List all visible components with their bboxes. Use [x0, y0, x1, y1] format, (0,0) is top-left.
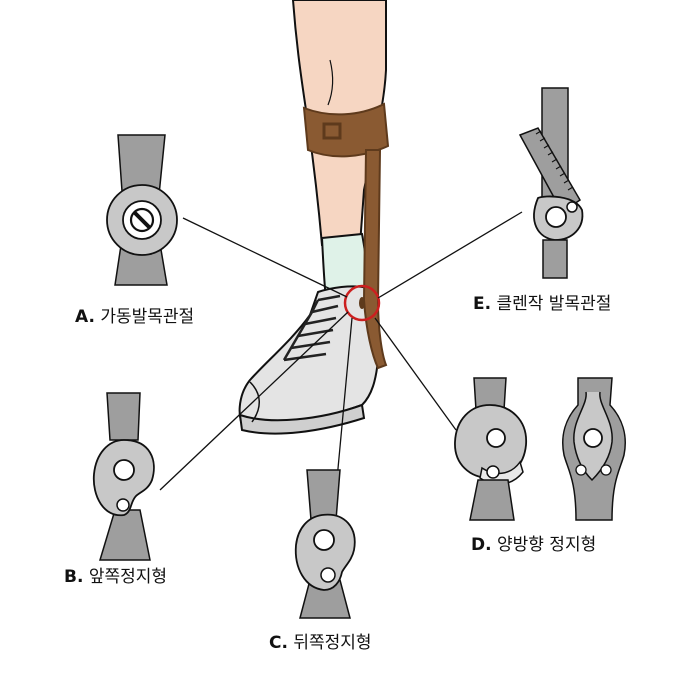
leader-line-b — [159, 311, 349, 491]
label-a-letter: A. — [75, 307, 95, 327]
label-c-letter: C. — [269, 633, 288, 653]
label-b-letter: B. — [64, 567, 84, 587]
label-b-text: 앞쪽정지형 — [88, 567, 168, 587]
leader-line-a — [182, 217, 348, 298]
label-b: B. 앞쪽정지형 — [64, 562, 167, 587]
joint-c-posterior-stop — [294, 469, 356, 619]
leader-line-c — [335, 317, 353, 491]
label-e-letter: E. — [473, 294, 492, 314]
leader-line-e — [377, 211, 523, 299]
label-e-text: 클렌작 발목관절 — [496, 294, 612, 314]
joint-e-klenzak — [518, 87, 584, 279]
label-a-text: 가동발목관절 — [100, 307, 195, 327]
label-a: A. 가동발목관절 — [75, 302, 194, 327]
joint-a-free-motion — [106, 134, 178, 286]
ankle-foot-orthosis-illustration — [238, 0, 390, 435]
label-c-text: 뒤쪽정지형 — [293, 633, 372, 653]
label-c: C. 뒤쪽정지형 — [269, 628, 372, 653]
brace-upright — [362, 149, 388, 370]
label-d: D. 양방향 정지형 — [471, 530, 596, 555]
label-d-letter: D. — [471, 535, 492, 555]
leader-line-d — [374, 317, 457, 431]
joint-b-anterior-stop — [92, 392, 155, 561]
joint-d-bidirectional-stop — [454, 377, 626, 521]
label-d-text: 양방향 정지형 — [496, 535, 597, 555]
ankle-joint-highlight — [343, 284, 381, 322]
calf-strap — [302, 102, 390, 158]
leader-lines — [159, 211, 523, 491]
strap-buckle — [322, 122, 342, 140]
shoe-laces — [282, 294, 341, 362]
label-e: E. 클렌작 발목관절 — [473, 289, 611, 314]
